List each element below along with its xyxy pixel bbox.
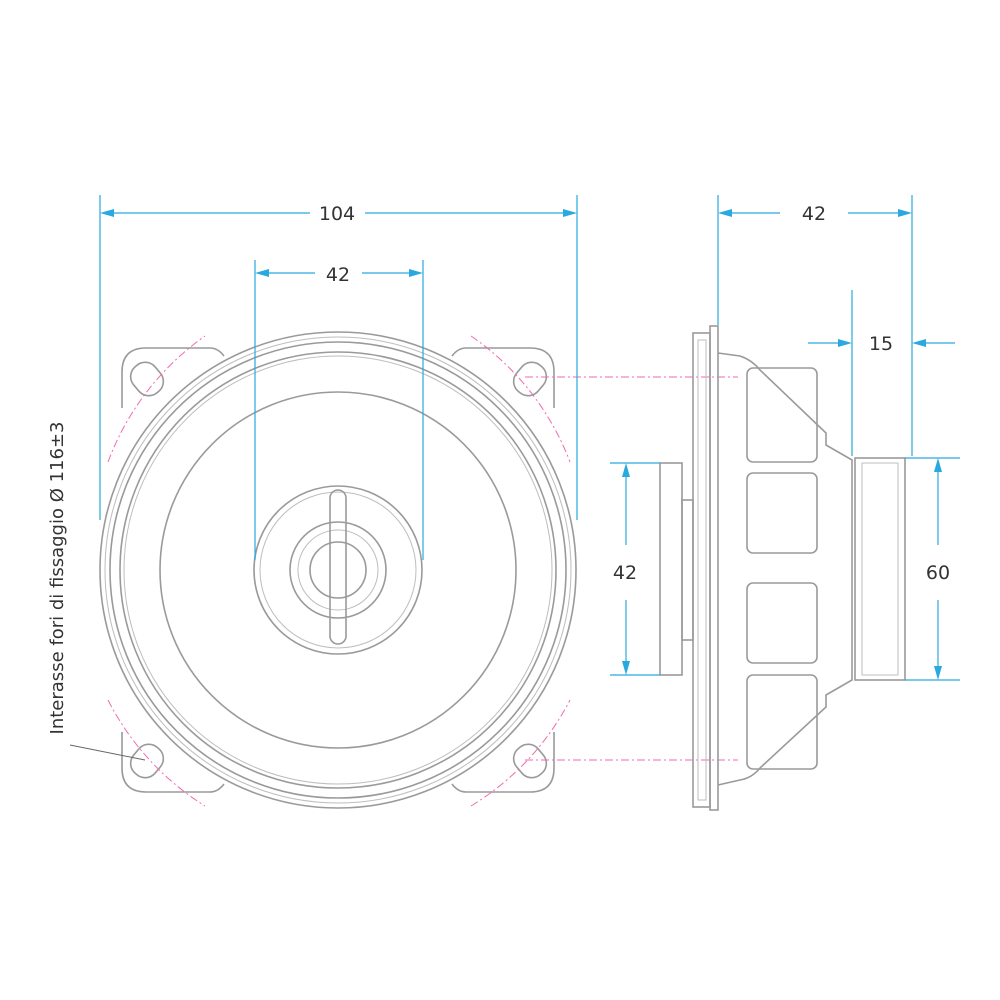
hole-circle-arc — [107, 335, 206, 463]
tweeter-profile — [659, 462, 683, 676]
dim-label-side-42: 42 — [802, 203, 826, 225]
tweeter-bridge — [329, 489, 347, 645]
dim-label-front-42: 42 — [326, 264, 350, 286]
dim-label-15: 15 — [869, 333, 893, 355]
front-view — [99, 331, 738, 809]
hole-circle-arc — [470, 699, 571, 807]
hole-circle-arc — [470, 335, 571, 463]
mounting-hole-icon — [129, 743, 165, 779]
outer-frame-ring — [99, 331, 577, 809]
annotation-leader — [69, 744, 146, 761]
hole-circle-arc — [107, 699, 206, 807]
dim-label-104: 104 — [319, 203, 355, 225]
flange — [692, 332, 711, 808]
tweeter-housing — [253, 485, 423, 655]
dim-label-tweeter-42: 42 — [613, 562, 637, 584]
dim-label-60: 60 — [926, 562, 950, 584]
mounting-ear-top-right — [451, 347, 555, 408]
tweeter-dome — [289, 521, 387, 619]
mounting-holes-annotation: Interasse fori di fissaggio Ø 116±3 — [47, 422, 68, 735]
mounting-ear-top-left — [121, 347, 225, 408]
basket — [717, 352, 853, 786]
dimension-lines — [69, 195, 960, 761]
mounting-hole-icon — [129, 361, 165, 397]
mounting-hole-icon — [512, 743, 548, 779]
magnet — [854, 457, 906, 681]
side-view — [659, 325, 906, 811]
surround-ring — [119, 351, 557, 789]
mounting-ear-bottom-left — [121, 732, 225, 793]
mounting-ear-bottom-right — [451, 732, 555, 793]
mounting-hole-icon — [512, 361, 548, 397]
cone — [159, 391, 517, 749]
